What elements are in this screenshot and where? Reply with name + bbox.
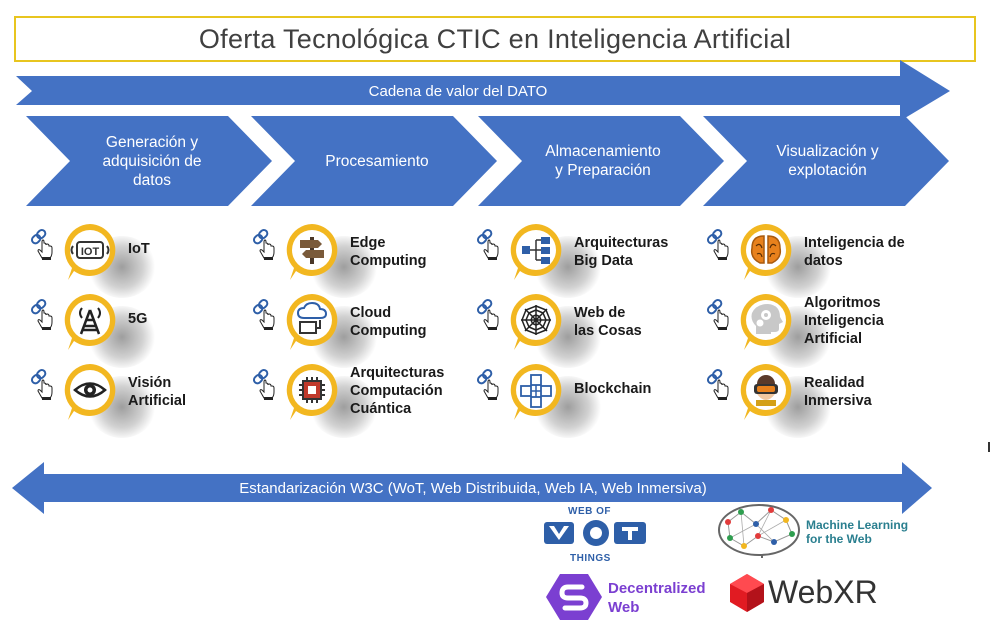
vr-headset-icon xyxy=(754,375,778,406)
link-hand-icon[interactable] xyxy=(30,228,56,262)
item-label: 5G xyxy=(128,311,148,327)
item-badge xyxy=(286,224,338,280)
decentralized-s-icon xyxy=(546,574,602,620)
head-gears-icon xyxy=(751,304,783,334)
svg-text:IOT: IOT xyxy=(81,246,100,258)
tech-item[interactable]: Visión Artificial xyxy=(30,362,256,438)
link-hand-icon[interactable] xyxy=(476,298,502,332)
webxr-logo: WebXR xyxy=(730,572,900,616)
link-hand-icon[interactable] xyxy=(30,368,56,402)
item-badge xyxy=(64,294,116,350)
stage-chevrons xyxy=(26,116,949,206)
hierarchy-icon xyxy=(522,237,550,264)
stage-chevron-4 xyxy=(703,116,949,206)
eye-icon xyxy=(73,382,107,398)
item-label: Arquitecturas Computación Cuántica xyxy=(350,365,445,417)
link-hand-icon[interactable] xyxy=(476,228,502,262)
tech-item[interactable]: Edge Computing xyxy=(252,222,478,298)
wot-emblem-icon xyxy=(544,520,646,546)
item-badge xyxy=(510,294,562,350)
item-label: Visión Artificial xyxy=(128,375,187,409)
stage-chevron-3 xyxy=(478,116,724,206)
stage-label-3: Almacenamiento y Preparación xyxy=(545,143,661,179)
stage-label-2: Procesamiento xyxy=(325,152,429,170)
brain-icon xyxy=(750,235,782,264)
stage-label-1: Generación y adquisición de datos xyxy=(102,133,202,189)
standardization-label: Estandarización W3C (WoT, Web Distribuid… xyxy=(239,479,707,497)
tech-item[interactable]: Web de las Cosas xyxy=(476,292,702,368)
tech-item[interactable]: IOT IoT xyxy=(30,222,256,298)
tech-item[interactable]: Arquitecturas Computación Cuántica xyxy=(252,362,478,438)
tech-item[interactable]: Inteligencia de datos xyxy=(706,222,932,298)
tech-item[interactable]: Algoritmos Inteligencia Artificial xyxy=(706,292,932,368)
item-label: Edge Computing xyxy=(350,235,427,269)
item-label: Inteligencia de datos xyxy=(804,235,905,269)
text-cursor xyxy=(988,442,990,452)
link-hand-icon[interactable] xyxy=(252,228,278,262)
blocks-icon xyxy=(520,374,552,408)
link-hand-icon[interactable] xyxy=(706,298,732,332)
link-hand-icon[interactable] xyxy=(476,368,502,402)
neural-brain-icon xyxy=(718,504,800,558)
item-label: Cloud Computing xyxy=(350,305,427,339)
antenna-tower-icon xyxy=(79,307,101,335)
item-label: IoT xyxy=(128,241,150,257)
item-badge xyxy=(740,294,792,350)
item-label: Arquitecturas Big Data xyxy=(574,235,669,269)
page-title: Oferta Tecnológica CTIC en Inteligencia … xyxy=(14,16,976,62)
stage-chevron-1 xyxy=(26,116,272,206)
link-hand-icon[interactable] xyxy=(252,298,278,332)
item-badge xyxy=(64,364,116,420)
item-badge xyxy=(740,364,792,420)
tech-item[interactable]: Realidad Inmersiva xyxy=(706,362,932,438)
stage-label-4: Visualización y explotación xyxy=(776,143,879,179)
iot-icon: IOT xyxy=(70,241,110,259)
tech-item[interactable]: 5G xyxy=(30,292,256,368)
item-badge xyxy=(510,224,562,280)
item-badge: IOT xyxy=(64,224,116,280)
item-badge xyxy=(510,364,562,420)
decentralized-web-logo: Decentralized Web xyxy=(544,572,724,624)
signpost-icon xyxy=(300,237,324,264)
item-label: Algoritmos Inteligencia Artificial xyxy=(804,295,884,347)
value-chain-label: Cadena de valor del DATO xyxy=(368,82,548,100)
chip-icon xyxy=(299,377,325,403)
machine-learning-web-logo: Machine Learning for the Web xyxy=(714,500,944,560)
item-label: Realidad Inmersiva xyxy=(804,375,872,409)
spider-web-icon xyxy=(521,305,551,335)
item-badge xyxy=(740,224,792,280)
web-of-things-logo: WEB OF THINGS xyxy=(540,506,650,568)
link-hand-icon[interactable] xyxy=(706,228,732,262)
cloud-computer-icon xyxy=(296,301,328,334)
item-badge xyxy=(286,364,338,420)
value-chain-arrow xyxy=(16,60,950,121)
tech-item[interactable]: Cloud Computing xyxy=(252,292,478,368)
link-hand-icon[interactable] xyxy=(706,368,732,402)
item-label: Blockchain xyxy=(574,381,652,397)
tech-item[interactable]: Blockchain xyxy=(476,362,702,438)
link-hand-icon[interactable] xyxy=(30,298,56,332)
item-label: Web de las Cosas xyxy=(574,305,642,339)
link-hand-icon[interactable] xyxy=(252,368,278,402)
tech-item[interactable]: Arquitecturas Big Data xyxy=(476,222,702,298)
stage-chevron-2 xyxy=(251,116,497,206)
webxr-cube-icon xyxy=(730,574,764,612)
item-badge xyxy=(286,294,338,350)
standardization-arrow xyxy=(12,462,932,514)
